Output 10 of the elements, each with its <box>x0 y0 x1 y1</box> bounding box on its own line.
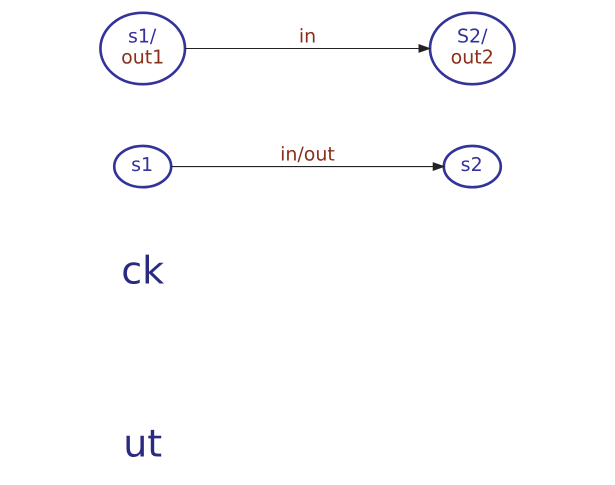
node-ellipse: S2/ out2 <box>428 11 516 86</box>
label: ck <box>121 248 164 292</box>
arrow <box>185 44 432 53</box>
edge-label: in <box>298 26 316 48</box>
label: ut <box>123 421 162 466</box>
node-ellipse: s1 <box>112 144 172 189</box>
edge-label: in/out <box>280 144 335 166</box>
node-ellipse: s2 <box>442 144 502 189</box>
arrow <box>171 162 446 171</box>
node-ellipse: s1/ out1 <box>99 11 186 86</box>
